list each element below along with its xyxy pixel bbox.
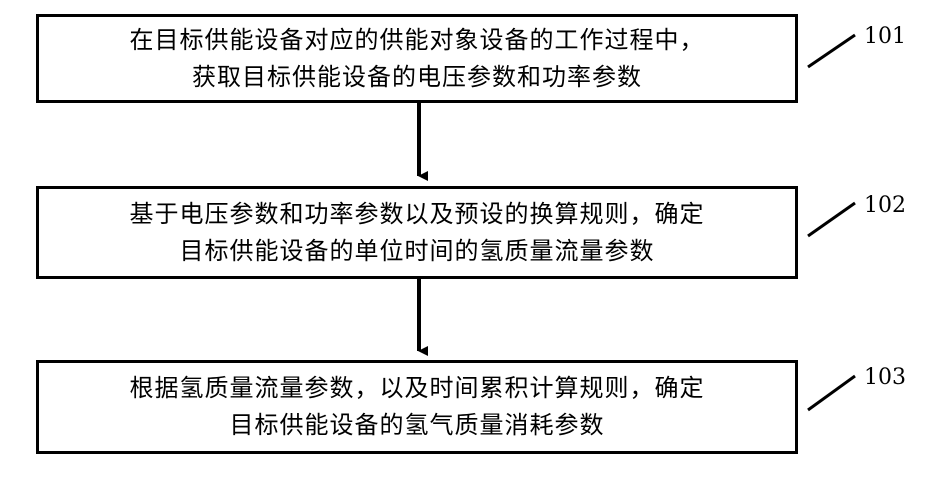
step-101-box: 在目标供能设备对应的供能对象设备的工作过程中， 获取目标供能设备的电压参数和功率… — [36, 14, 798, 103]
step-102-leader-line — [808, 203, 855, 236]
step-101-line-2: 获取目标供能设备的电压参数和功率参数 — [130, 59, 705, 96]
step-102-line-2: 目标供能设备的单位时间的氢质量流量参数 — [130, 233, 705, 270]
step-101-line-1: 在目标供能设备对应的供能对象设备的工作过程中， — [130, 22, 705, 59]
step-102-line-1: 基于电压参数和功率参数以及预设的换算规则，确定 — [130, 196, 705, 233]
step-103-leader-line — [808, 376, 855, 410]
step-103-ref-label: 103 — [864, 365, 906, 390]
step-103-text: 根据氢质量流量参数，以及时间累积计算规则，确定 目标供能设备的氢气质量消耗参数 — [130, 370, 705, 444]
step-103-line-1: 根据氢质量流量参数，以及时间累积计算规则，确定 — [130, 370, 705, 407]
step-101-ref-label: 101 — [864, 24, 906, 49]
step-102-text: 基于电压参数和功率参数以及预设的换算规则，确定 目标供能设备的单位时间的氢质量流… — [130, 196, 705, 270]
step-102-box: 基于电压参数和功率参数以及预设的换算规则，确定 目标供能设备的单位时间的氢质量流… — [36, 186, 798, 279]
step-101-leader-line — [808, 35, 855, 67]
step-102-ref-label: 102 — [864, 193, 906, 218]
step-103-line-2: 目标供能设备的氢气质量消耗参数 — [130, 407, 705, 444]
step-103-box: 根据氢质量流量参数，以及时间累积计算规则，确定 目标供能设备的氢气质量消耗参数 — [36, 360, 798, 454]
step-101-text: 在目标供能设备对应的供能对象设备的工作过程中， 获取目标供能设备的电压参数和功率… — [130, 22, 705, 96]
